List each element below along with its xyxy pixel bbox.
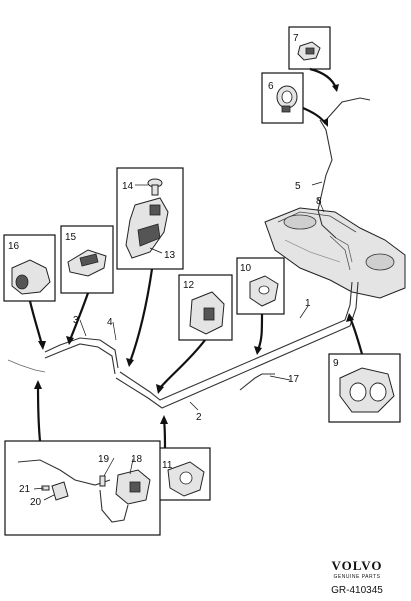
callout-10: 10 xyxy=(240,263,252,274)
valve-assembly-18 xyxy=(17,459,151,523)
clamp-part-6 xyxy=(276,85,298,113)
callout-12: 12 xyxy=(183,280,195,291)
fuel-tank xyxy=(264,207,406,299)
callout-numbers: 1 2 3 4 5 6 7 8 9 10 11 12 13 14 15 16 1… xyxy=(8,33,339,508)
callout-9: 9 xyxy=(333,358,339,369)
callout-16: 16 xyxy=(8,241,20,252)
bracket-part-13 xyxy=(125,197,169,259)
clip-part-10 xyxy=(249,275,279,307)
callout-8: 8 xyxy=(316,196,322,207)
callout-19: 19 xyxy=(98,454,110,465)
callout-box-7 xyxy=(288,26,331,70)
logo-brand: VOLVO xyxy=(332,558,383,573)
clip-part-20 xyxy=(51,481,69,501)
leader-arrows xyxy=(28,67,364,449)
drawing-code: GR-410345 xyxy=(331,585,383,596)
logo-tagline: GENUINE PARTS xyxy=(334,574,381,580)
callout-13: 13 xyxy=(164,250,176,261)
callout-1: 1 xyxy=(305,298,311,309)
fuel-lines xyxy=(7,97,371,409)
callout-21: 21 xyxy=(19,484,31,495)
clip-part-15 xyxy=(67,249,107,277)
holder-part-12 xyxy=(189,291,225,335)
callout-3: 3 xyxy=(73,315,79,326)
callout-18: 18 xyxy=(131,454,143,465)
callout-15: 15 xyxy=(65,232,77,243)
callout-6: 6 xyxy=(268,81,274,92)
clip-part-11 xyxy=(167,461,205,497)
volvo-logo: VOLVO GENUINE PARTS xyxy=(332,558,383,580)
screw-part-14 xyxy=(147,178,163,196)
callout-14: 14 xyxy=(122,181,134,192)
callout-20: 20 xyxy=(30,497,42,508)
screw-part-19 xyxy=(99,475,106,487)
clip-part-7 xyxy=(297,41,321,61)
callout-17: 17 xyxy=(288,374,300,385)
callout-11: 11 xyxy=(162,460,173,471)
callout-7: 7 xyxy=(293,33,299,44)
holder-part-9 xyxy=(339,367,395,413)
connector-part-16 xyxy=(11,259,51,295)
leader-lines xyxy=(33,181,325,501)
callout-4: 4 xyxy=(107,317,113,328)
callout-2: 2 xyxy=(196,412,202,423)
callout-5: 5 xyxy=(295,181,301,192)
